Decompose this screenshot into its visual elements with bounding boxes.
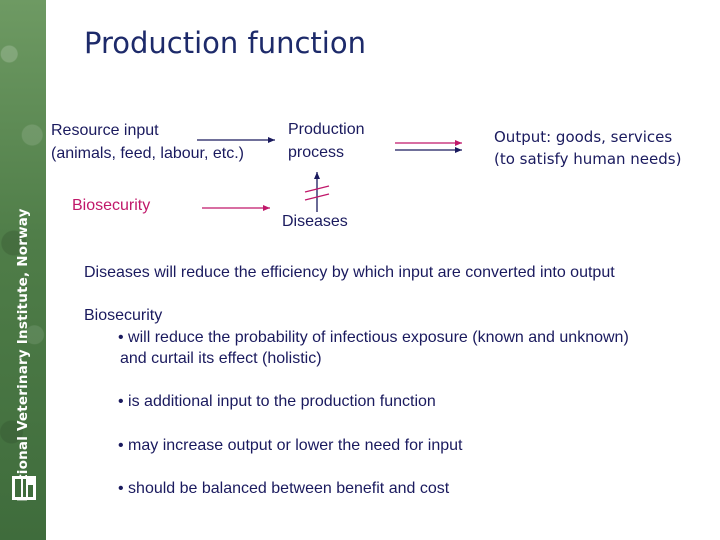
production-label: Production	[288, 121, 365, 138]
sidebar-banner: National Veterinary Institute, Norway	[0, 0, 46, 540]
biosecurity-node: Biosecurity	[72, 197, 151, 214]
slide-title: Production function	[84, 26, 366, 60]
bullet-additional-input: • is additional input to the production …	[118, 393, 436, 410]
diseases-statement: Diseases will reduce the efficiency by w…	[84, 264, 615, 281]
resource-input-label: Resource input	[51, 122, 159, 139]
block-mark-1	[304, 185, 330, 193]
diseases-node: Diseases	[282, 213, 348, 230]
bullet-balanced: • should be balanced between benefit and…	[118, 480, 450, 497]
bullet-increase-output: • may increase output or lower the need …	[118, 437, 463, 454]
output-label: Output: goods, services	[494, 128, 673, 146]
bullet-probability: • will reduce the probability of infecti…	[118, 329, 629, 346]
biosecurity-heading: Biosecurity	[84, 307, 163, 324]
resource-input-examples: (animals, feed, labour, etc.)	[51, 145, 244, 162]
institute-logo-icon	[12, 476, 36, 500]
block-mark-2	[304, 193, 330, 201]
process-label: process	[288, 144, 345, 161]
bullet-probability-cont: and curtail its effect (holistic)	[120, 350, 322, 367]
output-purpose: (to satisfy human needs)	[494, 150, 682, 168]
